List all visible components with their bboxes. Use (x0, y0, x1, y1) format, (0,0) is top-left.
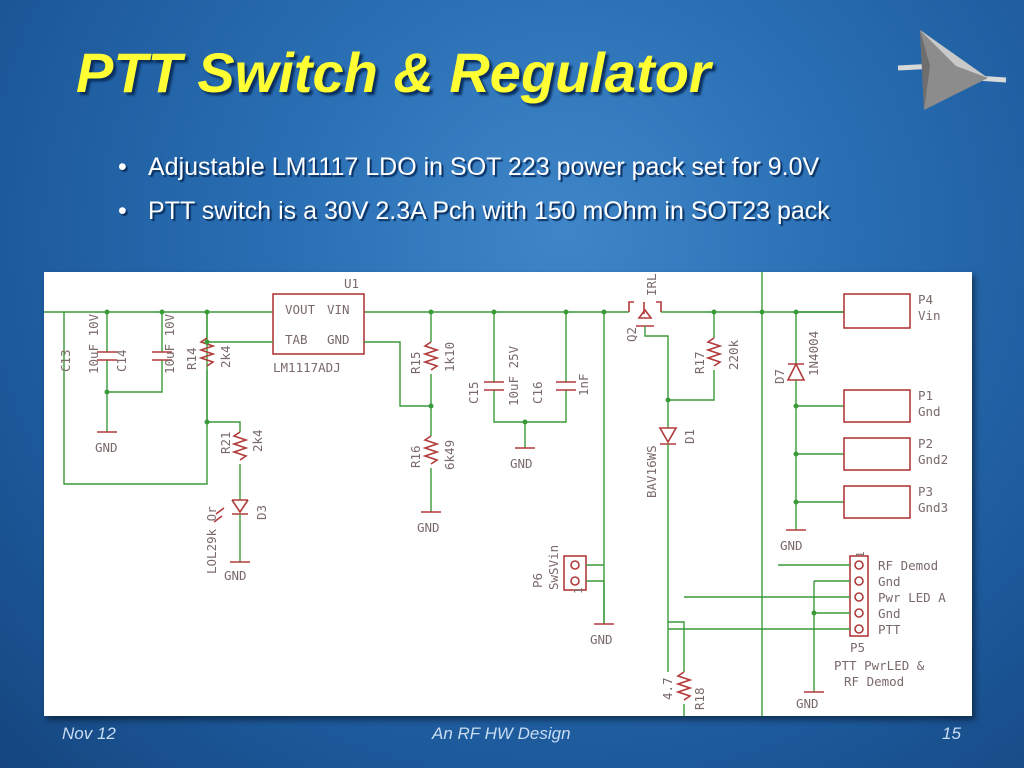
schematic-drawing: C13 10uF 10V C14 10uF 10V GND R14 2k4 R2… (44, 272, 948, 716)
r14-ref: R14 (184, 347, 199, 370)
c14-ref: C14 (114, 349, 129, 372)
p5-desc: RF Demod (844, 674, 904, 689)
bullet-text: Adjustable LM1117 LDO in SOT 223 power p… (148, 153, 820, 181)
d1-value: BAV16WS (644, 445, 659, 498)
c16-ref: C16 (530, 381, 545, 404)
p5-ref: P5 (850, 640, 865, 655)
p5-desc: PTT PwrLED & (834, 658, 925, 673)
bullet-list: • Adjustable LM1117 LDO in SOT 223 power… (118, 152, 830, 240)
d3-ref: D3 (254, 505, 269, 520)
q2-ref: Q2 (624, 327, 639, 342)
r18-ref: R18 (692, 687, 707, 710)
p5-pin-gnd: Gnd (878, 606, 901, 621)
prism-logo-icon (897, 30, 1007, 110)
p5-pin1: 1 (854, 551, 867, 558)
bullet-text: PTT switch is a 30V 2.3A Pch with 150 mO… (148, 197, 830, 225)
footer-page-number: 15 (942, 724, 961, 743)
p2-ref: P2 (918, 436, 933, 451)
u1-ref: U1 (344, 276, 359, 291)
r14-value: 2k4 (218, 345, 233, 368)
r15-ref: R15 (408, 351, 423, 374)
p4-ref: P4 (918, 292, 933, 307)
footer-title: An RF HW Design (432, 724, 571, 743)
p3-ref: P3 (918, 484, 933, 499)
d7-ref: D7 (772, 369, 787, 384)
c13-ref: C13 (58, 349, 73, 372)
p5-pin-gnd: Gnd (878, 574, 901, 589)
r17-value: 220k (726, 339, 741, 370)
r21-ref: R21 (218, 431, 233, 454)
c15-value: 10uF 25V (506, 345, 521, 406)
p5-pin-ptt: PTT (878, 622, 901, 637)
u1-tab: TAB (285, 332, 308, 347)
p6-value: SwSVin (546, 545, 561, 590)
u1-vin: VIN (327, 302, 350, 317)
r16-ref: R16 (408, 445, 423, 468)
p6-ref: P6 (530, 573, 545, 588)
gnd-label: GND (417, 520, 440, 535)
bullet-dot: • (118, 153, 127, 181)
p2-value: Gnd2 (918, 452, 948, 467)
r17-ref: R17 (692, 351, 707, 374)
p1-ref: P1 (918, 388, 933, 403)
gnd-label: GND (510, 456, 533, 471)
r15-value: 1k10 (442, 342, 457, 372)
q2-value: IRL (644, 273, 659, 296)
u1-gnd: GND (327, 332, 350, 347)
r21-value: 2k4 (250, 429, 265, 452)
p6-pin1: 1 (572, 587, 585, 594)
u1-vout: VOUT (285, 302, 316, 317)
c14-value: 10uF 10V (162, 313, 177, 374)
slide-title: PTT Switch & Regulator (76, 41, 711, 104)
c13-value: 10uF 10V (86, 313, 101, 374)
d7-value: 1N4004 (806, 331, 821, 376)
schematic-image: C13 10uF 10V C14 10uF 10V GND R14 2k4 R2… (44, 272, 972, 716)
gnd-label: GND (95, 440, 118, 455)
gnd-label: GND (796, 696, 819, 711)
r18-value: 4.7 (660, 677, 675, 700)
gnd-label: GND (590, 632, 613, 647)
c15-ref: C15 (466, 381, 481, 404)
p3-value: Gnd3 (918, 500, 948, 515)
bullet-dot: • (118, 197, 127, 225)
c16-value: 1nF (576, 373, 591, 396)
footer-date: Nov 12 (62, 724, 116, 743)
p5-pin-pwr-led: Pwr LED A (878, 590, 946, 605)
bullet-item: • Adjustable LM1117 LDO in SOT 223 power… (118, 152, 830, 182)
d1-ref: D1 (682, 429, 697, 444)
p1-value: Gnd (918, 404, 941, 419)
r16-value: 6k49 (442, 440, 457, 470)
u1-value: LM1117ADJ (273, 360, 341, 375)
bullet-item: • PTT switch is a 30V 2.3A Pch with 150 … (118, 196, 830, 226)
p4-value: Vin (918, 308, 941, 323)
d3-value: LOL29k Or (204, 506, 219, 574)
p5-pin-rf-demod: RF Demod (878, 558, 938, 573)
gnd-label: GND (780, 538, 803, 553)
gnd-label: GND (224, 568, 247, 583)
